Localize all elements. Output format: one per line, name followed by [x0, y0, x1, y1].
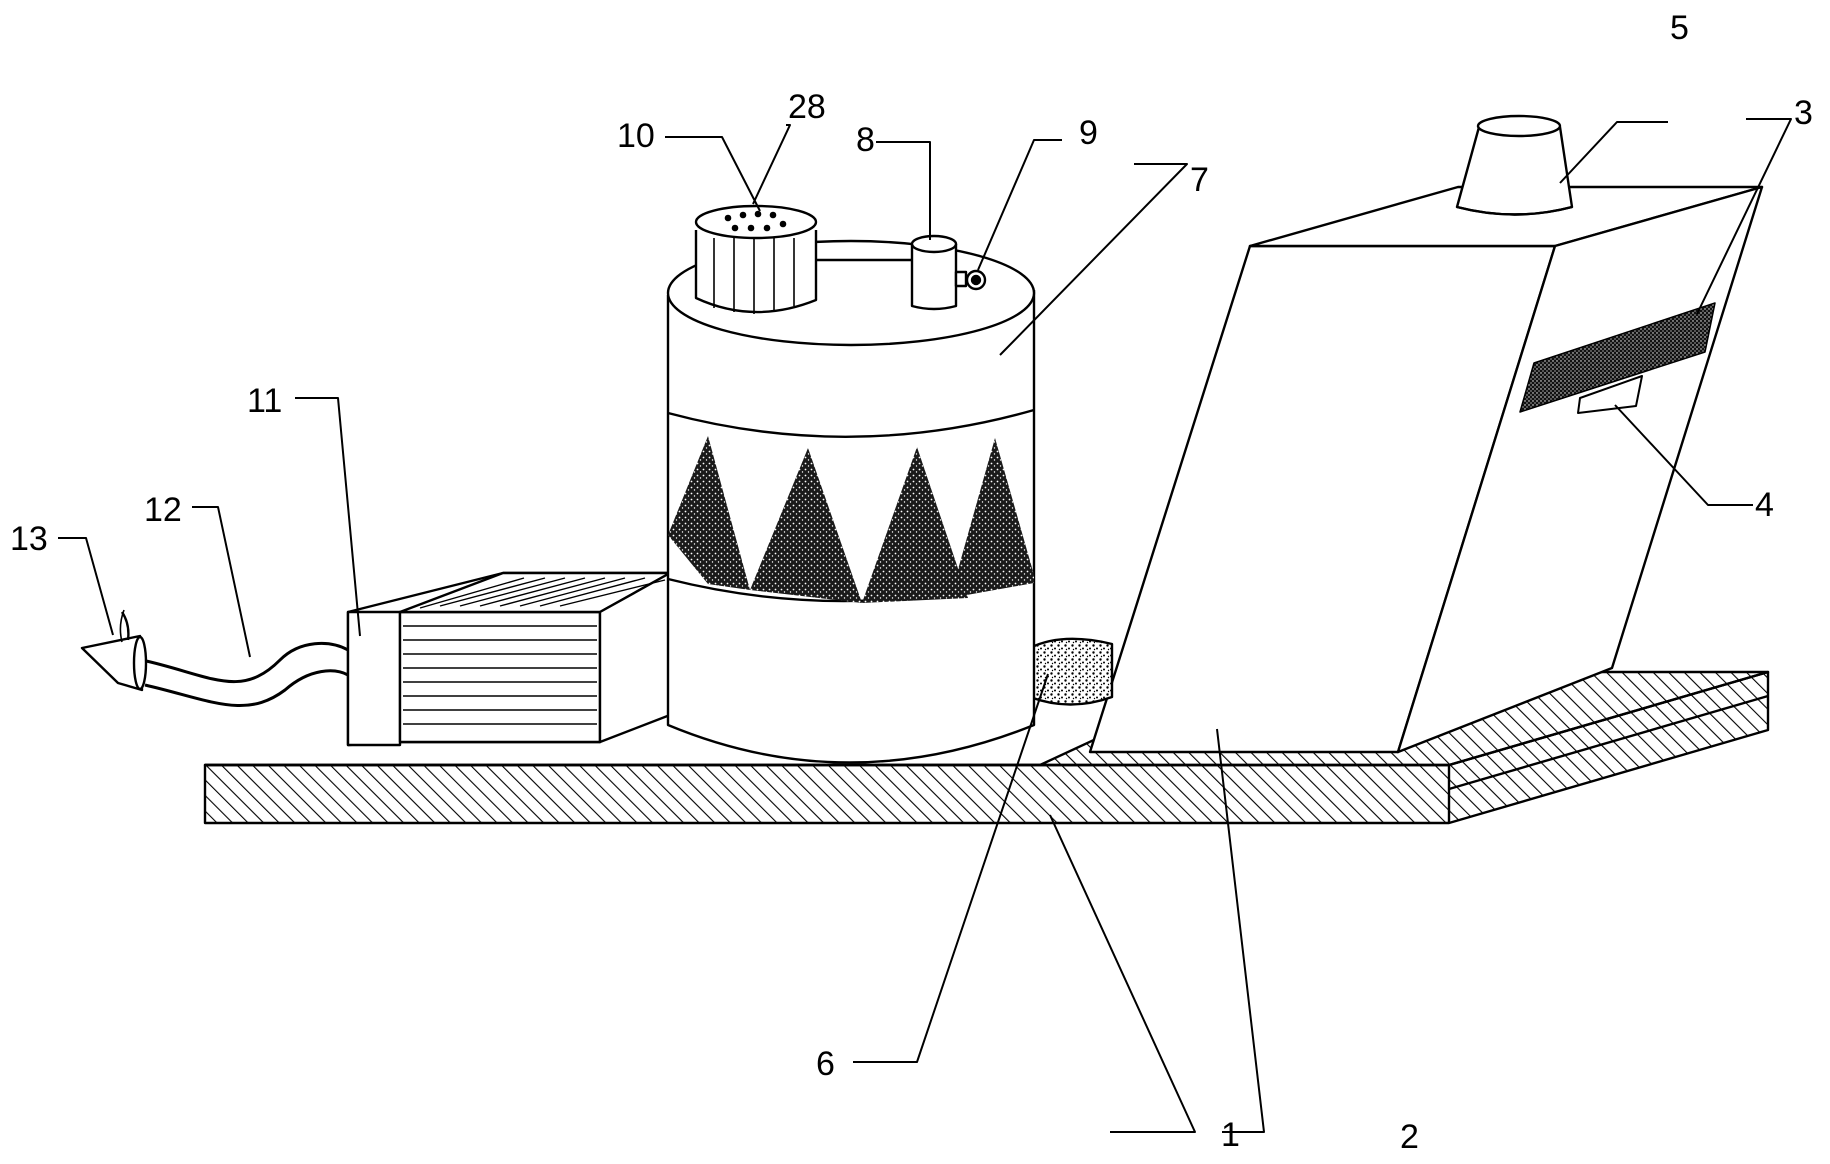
- vent-grille: [1519, 302, 1716, 413]
- label-nozzle-tip: 13: [10, 520, 48, 558]
- label-inlet-pipe: 8: [856, 121, 875, 159]
- cylinder-tank: [666, 239, 1036, 764]
- label-cylinder-tank: 7: [1190, 161, 1209, 199]
- label-sponge-block: 6: [816, 1045, 835, 1083]
- label-bracket: 4: [1755, 486, 1774, 524]
- leader-lines: [58, 118, 1792, 1133]
- label-base-plate: 1: [1221, 1116, 1240, 1154]
- inlet-pipe: [910, 234, 958, 311]
- bracket: [1577, 375, 1643, 414]
- label-filter-box: 11: [247, 382, 282, 420]
- nozzle-tip: [80, 609, 148, 692]
- housing: [1088, 185, 1764, 754]
- outlet-nozzle: [1455, 114, 1574, 216]
- top-holes: [724, 210, 787, 232]
- label-hose: 12: [144, 491, 182, 529]
- valve: [954, 269, 987, 291]
- hose: [141, 641, 349, 708]
- top-cylinder: [694, 204, 818, 314]
- label-top-cylinder: 10: [617, 117, 655, 155]
- label-vent-grille: 3: [1794, 94, 1813, 132]
- label-outlet-nozzle: 5: [1670, 9, 1689, 47]
- callout-labels: 1 2 3 4 5 6 7 8 9 10 11 12 13 28: [10, 9, 1813, 1156]
- filter-box: [346, 571, 672, 747]
- label-top-holes: 28: [788, 88, 826, 126]
- label-housing: 2: [1400, 1118, 1419, 1156]
- label-valve: 9: [1079, 114, 1098, 152]
